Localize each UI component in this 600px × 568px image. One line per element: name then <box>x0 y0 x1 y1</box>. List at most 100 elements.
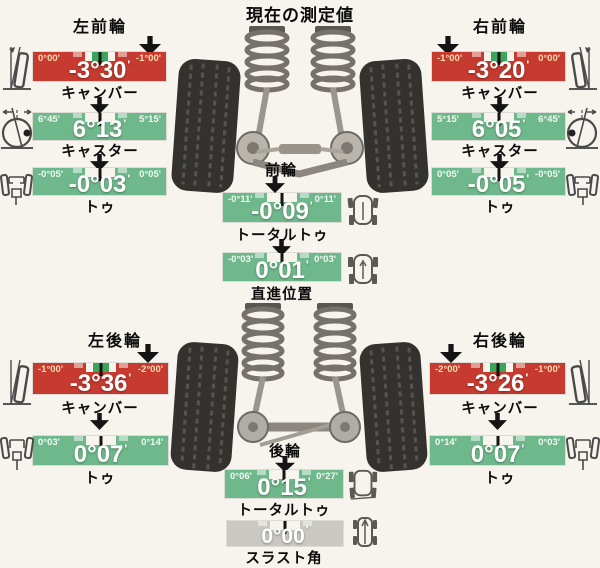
range-right: -1°00' <box>534 364 560 375</box>
panel-toe-rear-right: 0°14' 0°03' 0°07' <box>430 436 565 468</box>
measure-value: 0°01' <box>255 256 309 284</box>
toe-icon <box>0 430 34 474</box>
axle-label-rear: 後輪 <box>268 443 301 460</box>
measure-value: 0°07' <box>73 440 128 468</box>
range-right: 6°45' <box>538 114 560 125</box>
range-left: 0°03' <box>38 437 60 448</box>
panel-total-toe-front: -0°11' 0°11' -0°09' <box>223 193 341 225</box>
panel-caster-front-left: 6°45' 5°15' 6°13' <box>33 113 166 143</box>
chassis-top-icon <box>352 514 378 550</box>
panel-total-toe-rear: 0°06' 0°27' 0°15' <box>225 470 343 501</box>
panel-camber-front-right: -1°00' 0°00' -3°20' <box>432 52 565 84</box>
range-right: 0°27' <box>316 471 338 482</box>
measure-label-toe: トゥ <box>484 200 516 216</box>
camber-icon <box>568 45 598 93</box>
range-left: 0°06' <box>230 471 252 482</box>
camber-icon <box>2 45 32 93</box>
panel-camber-rear-left: -1°00' -2°00' -3°36' <box>33 363 168 397</box>
range-right: 0°03' <box>314 254 336 265</box>
measure-value: -0°05' <box>467 170 530 198</box>
measure-label-toe: トゥ <box>484 471 516 487</box>
range-right: 0°05' <box>139 169 161 180</box>
range-right: 0°14' <box>141 437 163 448</box>
panel-toe-front-right: 0°05' -0°05' -0°05' <box>432 168 565 198</box>
panel-toe-front-left: -0°05' 0°05' -0°03' <box>33 168 166 198</box>
toe-icon <box>566 163 599 209</box>
measure-value: -0°03' <box>68 170 131 198</box>
chassis-top-icon <box>346 192 380 228</box>
wheel-label-rear-right: 右後輪 <box>472 333 527 350</box>
measure-value: 6°13' <box>72 115 127 143</box>
gauge-notch <box>73 436 128 449</box>
measure-value: -3°20' <box>467 56 530 84</box>
toe-icon <box>0 163 33 209</box>
gauge-notch <box>73 363 128 376</box>
toe-icon <box>566 430 600 474</box>
range-left: 5°15' <box>437 114 459 125</box>
measure-label-thrust-angle: スラスト角 <box>245 551 323 567</box>
range-right: 0°11' <box>314 194 336 205</box>
gauge-notch <box>470 363 525 376</box>
range-left: 0°00' <box>38 53 60 64</box>
measure-label-camber: キャンバー <box>461 86 539 102</box>
chassis-top-icon <box>346 251 380 287</box>
range-right: 0°03' <box>538 437 560 448</box>
panel-straight-position: -0°03' 0°03' 0°01' <box>223 253 341 284</box>
range-left: -1°00' <box>38 364 64 375</box>
measure-value: 0°00' <box>261 522 309 548</box>
panel-toe-rear-left: 0°03' 0°14' 0°07' <box>33 436 168 468</box>
gauge-notch <box>471 168 526 181</box>
camber-icon <box>568 358 598 408</box>
measure-value: -3°36' <box>69 369 132 397</box>
measure-label-caster: キャスター <box>461 144 539 160</box>
measure-value: 0°15' <box>257 473 311 501</box>
gauge-notch <box>255 253 309 266</box>
caster-icon <box>1 106 33 152</box>
range-left: 6°45' <box>38 114 60 125</box>
range-left: -2°00' <box>435 364 461 375</box>
measure-label-caster: キャスター <box>61 144 139 160</box>
axle-label-front: 前輪 <box>264 162 297 179</box>
measure-value: -3°30' <box>68 56 131 84</box>
gauge-notch <box>470 436 525 449</box>
range-left: -0°03' <box>228 254 254 265</box>
gauge-notch <box>72 168 127 181</box>
measure-label-straight-position: 直進位置 <box>251 287 313 303</box>
caster-icon <box>566 106 598 152</box>
range-right: 5°15' <box>139 114 161 125</box>
rear-suspension-illustration <box>165 303 433 475</box>
gauge-notch <box>258 521 312 534</box>
wheel-label-rear-left: 左後輪 <box>87 333 142 350</box>
measure-label-toe: トゥ <box>84 471 116 487</box>
gauge-notch <box>72 52 127 65</box>
measure-label-toe: トゥ <box>84 200 116 216</box>
measure-label-total-toe: トータルトゥ <box>237 503 331 519</box>
gauge-notch <box>72 113 127 126</box>
wheel-label-front-right: 右前輪 <box>472 19 527 36</box>
page-title: 現在の測定値 <box>246 6 354 25</box>
range-left: -1°00' <box>437 53 463 64</box>
range-right: -1°00' <box>135 53 161 64</box>
range-right: -0°05' <box>534 169 560 180</box>
measure-value: 0°07' <box>470 440 525 468</box>
measure-label-camber: キャンバー <box>61 401 139 417</box>
gauge-notch <box>257 470 311 483</box>
wheel-label-front-left: 左前輪 <box>72 19 127 36</box>
front-suspension-illustration <box>167 26 433 196</box>
measure-label-total-toe: トータルトゥ <box>235 228 329 244</box>
gauge-notch <box>471 113 526 126</box>
camber-icon <box>2 358 32 408</box>
chassis-top-icon <box>347 466 379 502</box>
range-left: -0°05' <box>38 169 64 180</box>
panel-thrust-angle: 0°00' <box>227 521 343 548</box>
gauge-notch <box>471 52 526 65</box>
range-right: -2°00' <box>137 364 163 375</box>
range-left: 0°05' <box>437 169 459 180</box>
measure-value: -0°09' <box>251 197 313 225</box>
measure-label-camber: キャンバー <box>61 86 139 102</box>
range-left: 0°14' <box>435 437 457 448</box>
range-right: 0°00' <box>538 53 560 64</box>
measure-value: -3°26' <box>466 369 529 397</box>
panel-caster-front-right: 5°15' 6°45' 6°05' <box>432 113 565 142</box>
